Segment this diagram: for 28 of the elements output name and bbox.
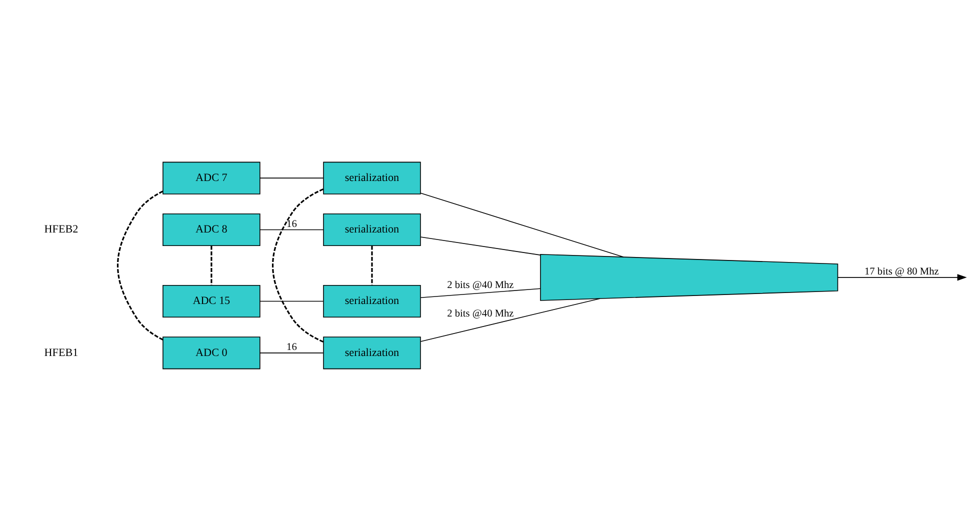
node-box: ADC 8 (162, 213, 260, 246)
connector (260, 229, 324, 230)
edge-label: 16 (286, 342, 297, 354)
connector (260, 352, 324, 354)
edge-label: 2 bits @40 Mhz (447, 280, 514, 292)
node-box: serialization (323, 336, 421, 370)
connector (420, 298, 600, 342)
connector (420, 192, 624, 258)
node-box: serialization (323, 284, 421, 318)
node-box: ADC 7 (162, 162, 260, 194)
arrow (837, 274, 967, 281)
edge-label: 2 bits @40 Mhz (447, 308, 514, 320)
node-trapezoid (540, 254, 838, 301)
label: HFEB2 (44, 224, 78, 236)
edge-label: 17 bits @ 80 Mhz (864, 266, 939, 278)
node-box: ADC 15 (162, 284, 260, 318)
connector (117, 190, 164, 340)
label: HFEB1 (44, 346, 78, 359)
node-box: serialization (323, 162, 421, 194)
connector (420, 288, 541, 298)
edge-label: 16 (286, 218, 297, 230)
connector (371, 246, 373, 286)
node-box: ADC 0 (162, 336, 260, 370)
connector (210, 246, 212, 286)
node-box: serialization (323, 213, 421, 246)
connector (420, 236, 541, 256)
connector (272, 188, 324, 343)
connector (260, 300, 324, 302)
